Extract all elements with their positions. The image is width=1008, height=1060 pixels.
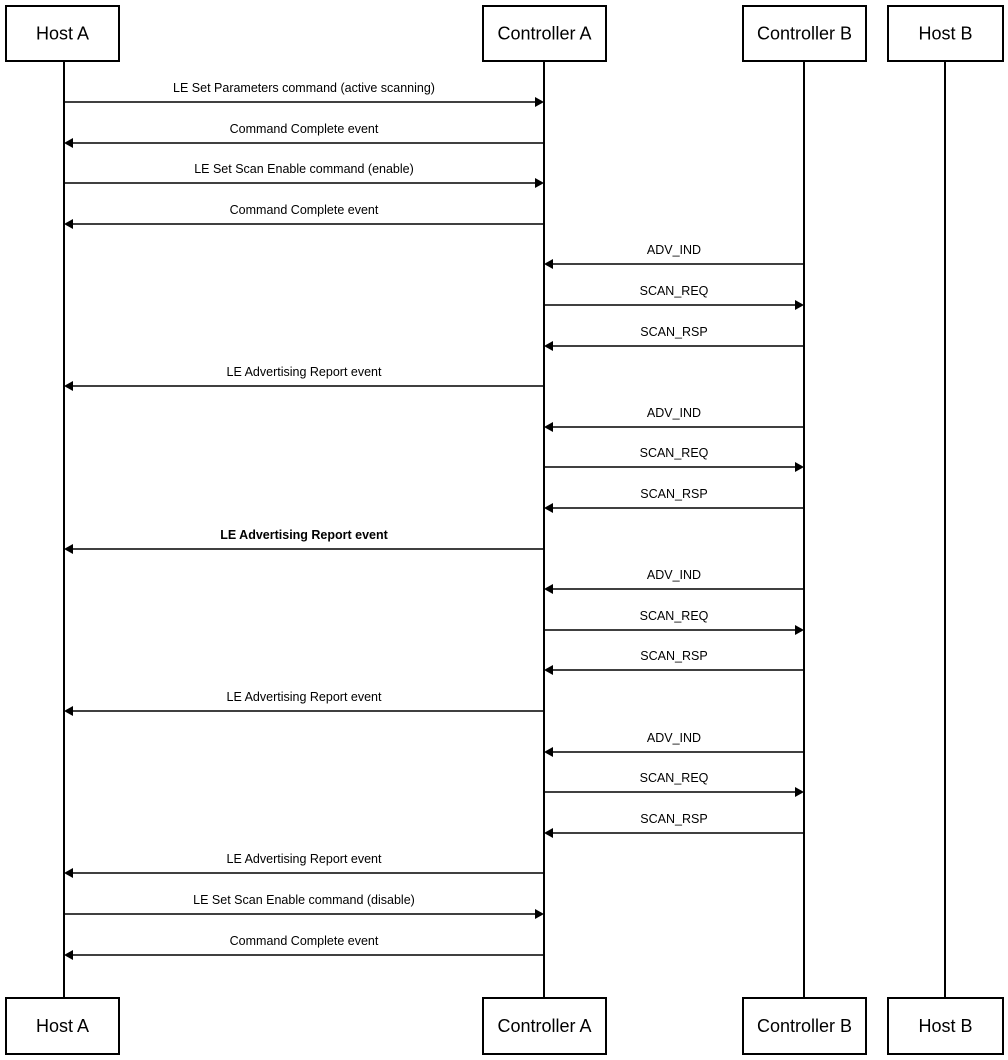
lifelines [63,61,946,998]
message-16: LE Advertising Report event [64,690,544,716]
message-20: LE Advertising Report event [64,852,544,878]
participant-box [482,5,607,62]
message-18: SCAN_REQ [544,771,804,797]
message-label: SCAN_RSP [640,325,707,339]
message-label: ADV_IND [647,731,701,745]
participant-box [5,997,120,1055]
message-1: LE Set Parameters command (active scanni… [64,81,544,107]
arrowhead-icon [64,706,73,716]
message-21: LE Set Scan Enable command (disable) [64,893,544,919]
arrowhead-icon [64,381,73,391]
participant-ctrlB-top: Controller B [742,5,867,62]
arrowhead-icon [64,950,73,960]
message-4: Command Complete event [64,203,544,229]
arrowhead-icon [795,462,804,472]
message-19: SCAN_RSP [544,812,804,838]
message-label: ADV_IND [647,406,701,420]
message-label: SCAN_REQ [640,771,709,785]
participant-box [887,5,1004,62]
message-5: ADV_IND [544,243,804,269]
message-label: LE Advertising Report event [220,528,388,542]
arrowhead-icon [64,219,73,229]
message-label: LE Set Scan Enable command (enable) [194,162,414,176]
message-label: ADV_IND [647,243,701,257]
arrowhead-icon [795,300,804,310]
message-label: SCAN_RSP [640,812,707,826]
arrowhead-icon [544,665,553,675]
participant-ctrlA-top: Controller A [482,5,607,62]
message-15: SCAN_RSP [544,649,804,675]
participant-label: Controller A [497,24,591,44]
arrowhead-icon [544,584,553,594]
message-label: Command Complete event [230,203,379,217]
message-label: Command Complete event [230,934,379,948]
participant-hostB-top: Host B [887,5,1004,62]
message-label: LE Advertising Report event [227,690,382,704]
message-label: SCAN_RSP [640,487,707,501]
arrowhead-icon [64,138,73,148]
message-22: Command Complete event [64,934,544,960]
message-label: SCAN_REQ [640,284,709,298]
participants-bottom: Host A Controller A Controller B Host B [5,997,1004,1055]
participant-label: Host B [918,24,972,44]
participant-ctrlA-bottom: Controller A [482,997,607,1055]
participant-box [742,997,867,1055]
participant-hostA-bottom: Host A [5,997,120,1055]
participant-box [5,5,120,62]
message-label: LE Set Scan Enable command (disable) [193,893,415,907]
participant-label: Controller A [497,1016,591,1036]
arrowhead-icon [535,97,544,107]
participant-label: Controller B [757,1016,852,1036]
arrowhead-icon [544,259,553,269]
message-label: LE Set Parameters command (active scanni… [173,81,435,95]
participant-label: Host A [36,1016,89,1036]
message-label: LE Advertising Report event [227,852,382,866]
message-label: SCAN_REQ [640,609,709,623]
participant-box [482,997,607,1055]
participant-hostA-top: Host A [5,5,120,62]
arrowhead-icon [544,503,553,513]
arrowhead-icon [535,909,544,919]
message-label: SCAN_REQ [640,446,709,460]
arrowhead-icon [64,868,73,878]
arrowhead-icon [64,544,73,554]
arrowhead-icon [544,422,553,432]
participants-top: Host A Controller A Controller B Host B [5,5,1004,62]
message-8: LE Advertising Report event [64,365,544,391]
arrowhead-icon [795,787,804,797]
message-3: LE Set Scan Enable command (enable) [64,162,544,188]
message-2: Command Complete event [64,122,544,148]
message-14: SCAN_REQ [544,609,804,635]
participant-label: Host B [918,1016,972,1036]
participant-label: Host A [36,24,89,44]
participant-ctrlB-bottom: Controller B [742,997,867,1055]
participant-box [742,5,867,62]
arrowhead-icon [535,178,544,188]
participant-hostB-bottom: Host B [887,997,1004,1055]
message-11: SCAN_RSP [544,487,804,513]
message-6: SCAN_REQ [544,284,804,310]
participant-box [887,997,1004,1055]
message-17: ADV_IND [544,731,804,757]
arrowhead-icon [544,828,553,838]
message-12: LE Advertising Report event [64,528,544,554]
participant-label: Controller B [757,24,852,44]
message-9: ADV_IND [544,406,804,432]
message-13: ADV_IND [544,568,804,594]
arrowhead-icon [544,341,553,351]
message-10: SCAN_REQ [544,446,804,472]
arrowhead-icon [544,747,553,757]
message-label: Command Complete event [230,122,379,136]
message-label: SCAN_RSP [640,649,707,663]
message-7: SCAN_RSP [544,325,804,351]
message-label: LE Advertising Report event [227,365,382,379]
arrowhead-icon [795,625,804,635]
messages: LE Set Parameters command (active scanni… [64,81,804,960]
message-label: ADV_IND [647,568,701,582]
